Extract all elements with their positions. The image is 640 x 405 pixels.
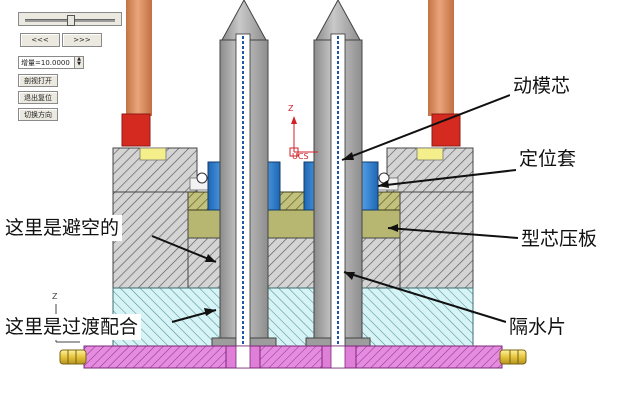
next-button[interactable]: >>> bbox=[62, 33, 102, 47]
slider-thumb[interactable] bbox=[67, 15, 75, 26]
leader-core-plate bbox=[387, 227, 519, 239]
leader-clearance bbox=[151, 235, 217, 263]
open-section-button[interactable]: 剖视打开 bbox=[18, 74, 58, 87]
screw-head-left bbox=[196, 172, 208, 184]
leader-baffle bbox=[343, 271, 507, 323]
red-block-left bbox=[121, 113, 151, 147]
ucs-label: UCS bbox=[292, 152, 309, 161]
reset-button[interactable]: 退出复位 bbox=[18, 91, 58, 104]
callout-baffle: 隔水片 bbox=[506, 314, 570, 340]
callout-core-plate: 型芯压板 bbox=[518, 226, 601, 252]
corner-z-label: Z bbox=[52, 292, 58, 301]
bottom-plate bbox=[83, 345, 503, 369]
pipe-cap-right bbox=[416, 147, 444, 161]
pipe-cap-left bbox=[139, 147, 167, 161]
callout-moving-core: 动模芯 bbox=[510, 73, 574, 99]
copper-pipe-right bbox=[428, 0, 454, 116]
callout-clearance: 这里是避空的 bbox=[2, 215, 123, 241]
prev-button[interactable]: <<< bbox=[20, 33, 60, 47]
channel-bore-right bbox=[330, 345, 346, 369]
increment-value: 增量=10.0000 bbox=[21, 58, 70, 67]
callout-locating-sleeve: 定位套 bbox=[516, 146, 580, 172]
leader-moving-core bbox=[341, 94, 511, 161]
increment-spinner[interactable]: ▲▼ bbox=[74, 57, 83, 68]
copper-pipe-left bbox=[126, 0, 152, 116]
ucs-z-label: Z bbox=[288, 104, 294, 113]
leader-locating-sleeve bbox=[377, 169, 517, 187]
lower-plate bbox=[112, 287, 474, 347]
section-slider[interactable] bbox=[18, 12, 122, 26]
middle-plate-left bbox=[112, 191, 189, 289]
middle-plate-right bbox=[399, 191, 474, 289]
increment-field[interactable]: 增量=10.0000 ▲▼ bbox=[18, 56, 84, 69]
switch-direction-button[interactable]: 切换方向 bbox=[18, 108, 58, 121]
callout-transition-fit: 这里是过渡配合 bbox=[2, 314, 142, 340]
bolt-right bbox=[499, 349, 527, 365]
bolt-left bbox=[59, 349, 87, 365]
channel-bore-left bbox=[235, 345, 251, 369]
